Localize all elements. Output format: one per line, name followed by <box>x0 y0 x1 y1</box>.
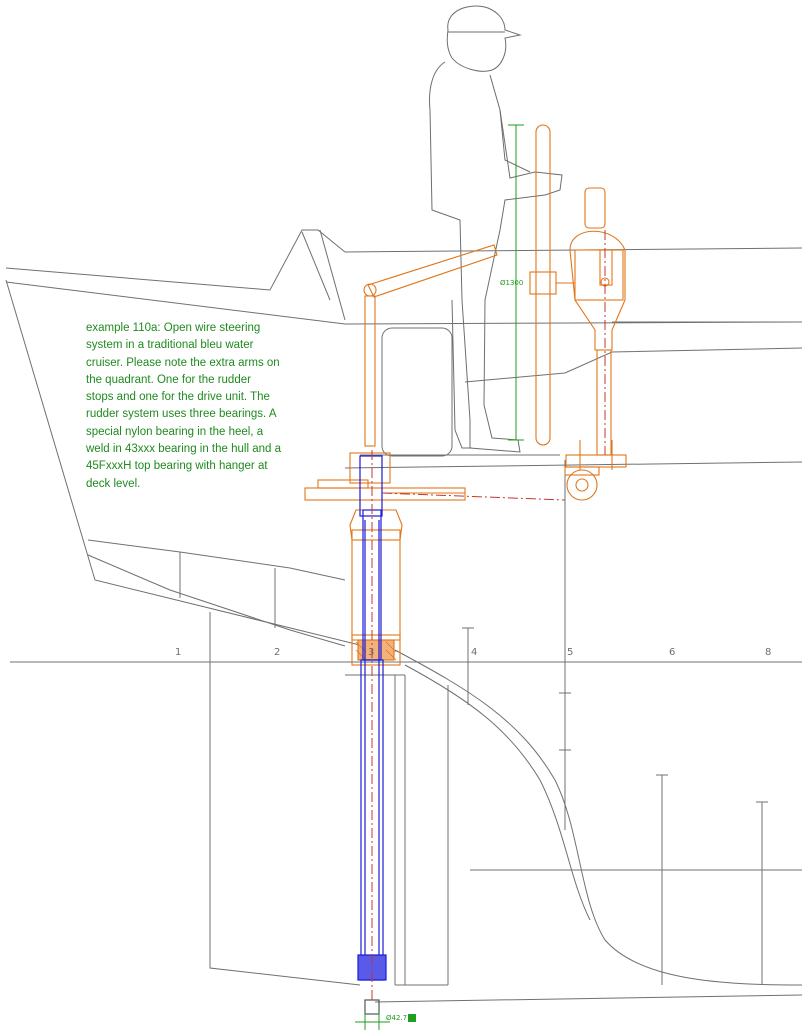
shaft-dimension-marker <box>408 1014 416 1022</box>
center-lines <box>371 230 606 1000</box>
note-line: rudder system uses three bearings. A <box>86 408 277 421</box>
station-1: 1 <box>175 647 181 658</box>
station-8: 8 <box>765 647 771 658</box>
note-line: system in a traditional bleu water <box>86 339 254 352</box>
station-4: 4 <box>471 647 477 658</box>
note-line: the quadrant. One for the rudder <box>86 373 251 386</box>
station-2: 2 <box>274 647 280 658</box>
hull-bearing <box>355 641 397 661</box>
note-line: deck level. <box>86 477 141 490</box>
wheel-diameter-label: Ø1300 <box>500 279 523 287</box>
companionway-door <box>381 327 453 457</box>
helmsman-figure <box>429 5 563 453</box>
station-5: 5 <box>567 647 573 658</box>
drawing-note: example 110a: Open wire steering system … <box>86 320 326 493</box>
note-line: 45FxxxH top bearing with hanger at <box>86 460 268 473</box>
note-line: cruiser. Please note the extra arms on <box>86 356 280 369</box>
shaft-diameter-label: Ø42.7 <box>386 1014 407 1022</box>
hull-outline <box>5 229 803 1003</box>
note-line: special nylon bearing in the heel, a <box>86 425 264 438</box>
steering-components <box>304 124 627 666</box>
note-line: weld in 43xxx bearing in the hull and a <box>86 443 281 456</box>
station-6: 6 <box>669 647 675 658</box>
shaft-dimension <box>355 1012 390 1030</box>
wheel-dimension <box>508 124 524 441</box>
station-3: 3 <box>368 647 374 658</box>
note-line: stops and one for the drive unit. The <box>86 391 270 404</box>
station-numbers: 1 2 3 4 5 6 8 <box>175 647 771 658</box>
note-line: example 110a: Open wire steering <box>86 322 261 334</box>
